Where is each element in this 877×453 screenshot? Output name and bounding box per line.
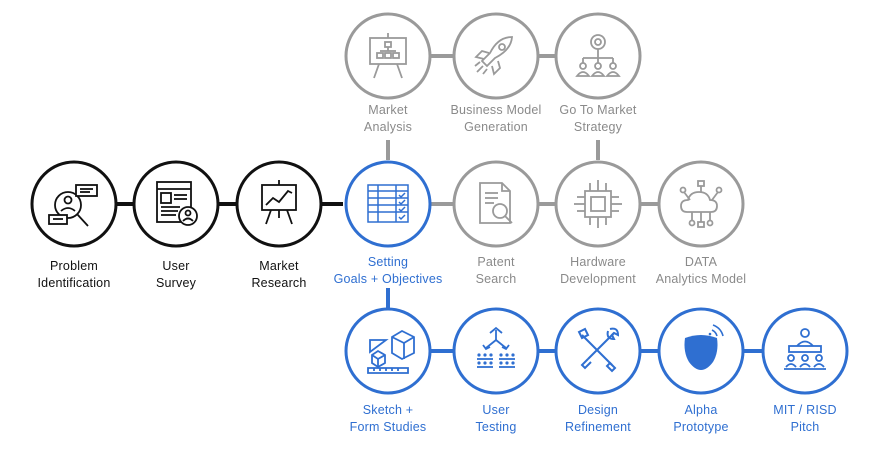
document-search-icon [479,182,513,224]
alpha-prototype-label: Alpha Prototype [626,402,776,436]
patent-search-label: Patent Search [421,254,571,288]
label-line-1: Alpha [684,403,718,417]
mit-risd-pitch-node [761,307,849,395]
rocket-icon [474,36,513,76]
label-line-2: Survey [155,276,197,290]
label-line-1: User [482,403,510,417]
label-line-2: Goals + Objectives [333,272,443,286]
market-analysis-label: Market Analysis [313,102,463,136]
survey-profile-icon [156,181,198,226]
market-research-label: Market Research [204,258,354,292]
setting-goals-node [344,160,432,248]
presentation-chart-icon [261,180,297,225]
user-testing-node [452,307,540,395]
hardware-development-label: Hardware Development [523,254,673,288]
label-line-1: Go To Market [559,103,637,117]
sketch-cube-icon [367,329,415,374]
presenter-audience-icon [784,328,826,370]
label-line-2: Prototype [673,420,729,434]
user-survey-label: User Survey [101,258,251,292]
market-research-node [235,160,323,248]
label-line-1: Market [368,103,408,117]
hardware-development-node [554,160,642,248]
label-line-2: Strategy [573,120,623,134]
label-line-1: User [162,259,190,273]
label-line-1: Market [259,259,299,273]
presentation-hierarchy-icon [369,33,407,79]
chip-icon [574,180,622,228]
design-refinement-label: Design Refinement [523,402,673,436]
label-line-2: Research [251,276,307,290]
market-analysis-node [344,12,432,100]
problem-identification-label: Problem Identification [0,258,149,292]
cloud-network-icon [679,180,723,228]
setting-goals-label: Setting Goals + Objectives [313,254,463,288]
mit-risd-pitch-label: MIT / RISD Pitch [730,402,877,436]
label-line-1: Setting [367,255,409,269]
user-survey-node [132,160,220,248]
tools-icon [577,327,620,373]
label-line-2: Refinement [565,420,631,434]
person-chat-icon [48,184,98,227]
user-testing-label: User Testing [421,402,571,436]
business-model-label: Business Model Generation [421,102,571,136]
user-testing-icon [477,326,515,368]
label-line-2: Generation [464,120,528,134]
data-analytics-node [657,160,745,248]
device-prototype-icon [684,324,724,370]
label-line-1: MIT / RISD [773,403,837,417]
org-chart-icon [575,34,621,77]
label-line-1: Hardware [570,255,626,269]
problem-identification-node [30,160,118,248]
label-line-2: Development [560,272,636,286]
label-line-2: Pitch [790,420,820,434]
node-circles [30,12,849,395]
label-line-1: Design [577,403,619,417]
connector-lines [117,54,762,353]
data-analytics-label: DATA Analytics Model [626,254,776,288]
sketch-form-label: Sketch + Form Studies [313,402,463,436]
label-line-2: Form Studies [349,420,427,434]
patent-search-node [452,160,540,248]
go-to-market-label: Go To Market Strategy [523,102,673,136]
label-line-1: Patent [477,255,515,269]
label-line-1: Problem [50,259,98,273]
sketch-form-node [344,307,432,395]
label-line-2: Analysis [363,120,413,134]
label-line-1: Sketch + [362,403,414,417]
label-line-2: Search [475,272,517,286]
business-model-node [452,12,540,100]
label-line-1: Business Model [450,103,542,117]
label-line-2: Analytics Model [655,272,747,286]
label-line-1: DATA [684,255,718,269]
label-line-2: Testing [475,420,517,434]
checklist-icon [367,184,409,223]
label-line-2: Identification [37,276,111,290]
